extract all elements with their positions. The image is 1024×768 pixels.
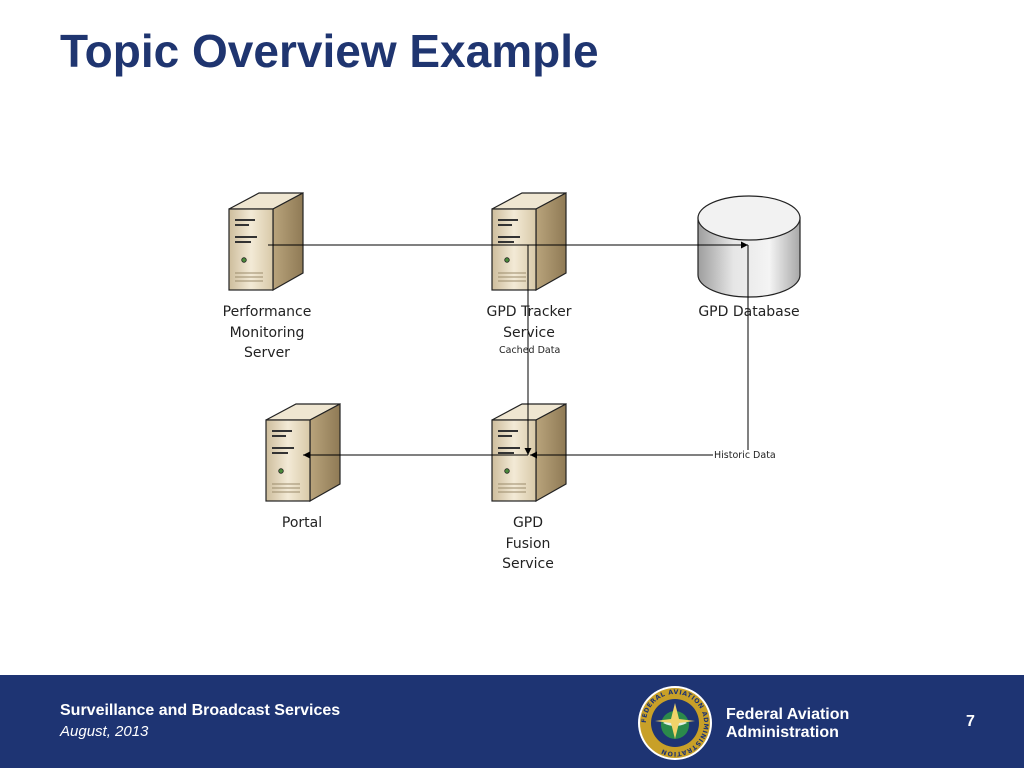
faa-seal-icon: FEDERAL AVIATION ADMINISTRATION bbox=[638, 686, 712, 760]
footer-agency-name: Federal Aviation Administration bbox=[726, 706, 850, 741]
gpd-database-icon bbox=[697, 195, 801, 298]
portal-server-icon bbox=[265, 403, 341, 503]
node-label-gpd-tracker-service: GPD Tracker Service bbox=[486, 304, 572, 341]
slide-page-number: 7 bbox=[966, 713, 975, 730]
node-label-gpd-fusion-service: GPD Fusion Service bbox=[502, 515, 554, 572]
architecture-diagram bbox=[228, 192, 801, 503]
footer-date: August, 2013 bbox=[60, 723, 149, 740]
performance-monitoring-server-icon bbox=[228, 192, 304, 292]
node-label-portal: Portal bbox=[281, 515, 323, 531]
edge-label-historic-data: Historic Data bbox=[713, 450, 777, 461]
footer-organization: Surveillance and Broadcast Services bbox=[60, 702, 341, 719]
gpd-tracker-server-icon bbox=[491, 192, 567, 292]
gpd-fusion-server-icon bbox=[491, 403, 567, 503]
edge-label-cached-data: Cached Data bbox=[499, 345, 561, 356]
footer-band: Surveillance and Broadcast Services Augu… bbox=[0, 675, 1024, 768]
node-label-performance-monitoring-server: Performance Monitoring Server bbox=[222, 304, 312, 361]
node-label-gpd-database: GPD Database bbox=[698, 304, 800, 320]
slide-title: Topic Overview Example bbox=[60, 25, 599, 77]
